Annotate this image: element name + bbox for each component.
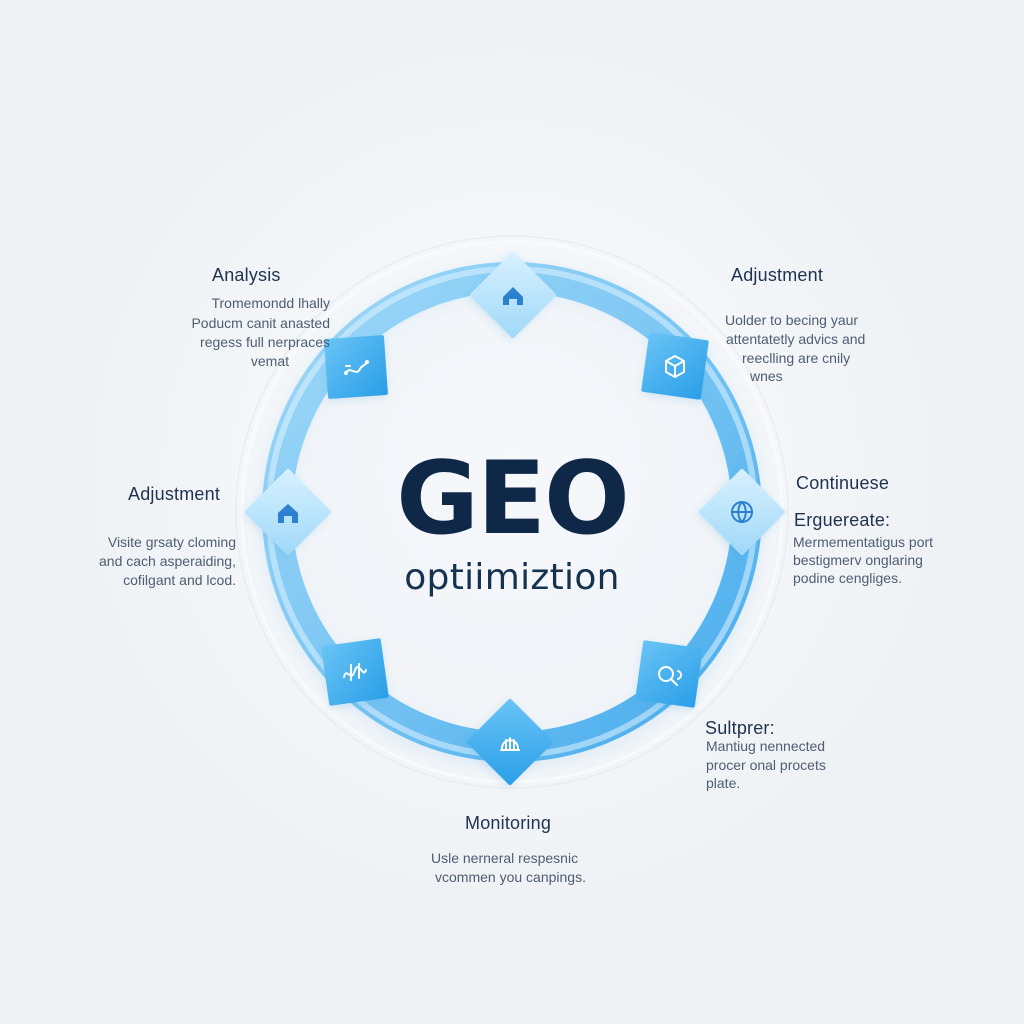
adjustment-left-line-2: and cach asperaiding, [99, 553, 236, 569]
analysis-line-1: Tromemondd lhally [211, 295, 330, 311]
adjustment-right-heading: Adjustment [731, 265, 824, 285]
node-left[interactable] [244, 468, 332, 556]
monitoring-line-1: Usle nerneral respesnic [431, 850, 579, 866]
continue-heading: Continuese [796, 473, 890, 493]
node-top-left[interactable] [324, 335, 388, 399]
node-bottom[interactable] [466, 698, 554, 786]
node-bottom-right[interactable] [635, 640, 703, 708]
signal-icon [343, 663, 367, 681]
continue-line-3: podine cengliges. [793, 570, 902, 586]
center-subtitle: optiimiztion [404, 557, 620, 598]
continue-line-1: Mermementatigus port [793, 534, 934, 550]
shell-icon [500, 737, 520, 751]
node-top[interactable] [469, 251, 557, 339]
sultprer-line-2: procer onal procets [706, 757, 826, 773]
outer-halo-ring-faint [235, 235, 789, 789]
analysis-heading: Analysis [212, 265, 281, 285]
monitoring-heading: Monitoring [465, 813, 552, 833]
globe-icon [731, 501, 753, 523]
analysis-line-2: Poducm canit anasted [191, 315, 330, 331]
inner-circle [294, 294, 730, 730]
analysis-line-3: regess full nerpraces [200, 334, 330, 350]
adjustment-right-line-4: wnes [750, 368, 783, 384]
node-bottom-left[interactable] [321, 638, 389, 706]
adjustment-right-line-3: reeclling are cnily [742, 350, 851, 366]
adjustment-right-line-1: Uolder to becing yaur [725, 312, 859, 328]
sultprer-heading: Sultprer: [705, 718, 775, 738]
adjustment-left-line-1: Visite grsaty cloming [107, 534, 236, 550]
cube-icon [665, 355, 685, 378]
home-icon [503, 287, 523, 305]
search-icon [658, 666, 682, 686]
adjustment-left-heading: Adjustment [128, 484, 221, 504]
adjustment-left-line-3: cofilgant and lcod. [123, 572, 236, 588]
analysis-line-4: vemat [250, 353, 289, 369]
route-icon [344, 360, 369, 375]
node-top-right[interactable] [641, 332, 709, 400]
home-icon [278, 504, 298, 523]
adjustment-right-line-2: attentatetly advics and [726, 331, 866, 347]
monitoring-line-2: vcommen you canpings. [435, 869, 586, 885]
continue-line-2: bestigmerv onglaring [793, 552, 923, 568]
sultprer-line-1: Mantiug nennected [706, 738, 826, 754]
center-title: GEO [396, 439, 630, 557]
node-right[interactable] [698, 468, 786, 556]
continue-subheading: Erguereate: [794, 510, 891, 530]
sultprer-line-3: plate. [706, 775, 741, 791]
